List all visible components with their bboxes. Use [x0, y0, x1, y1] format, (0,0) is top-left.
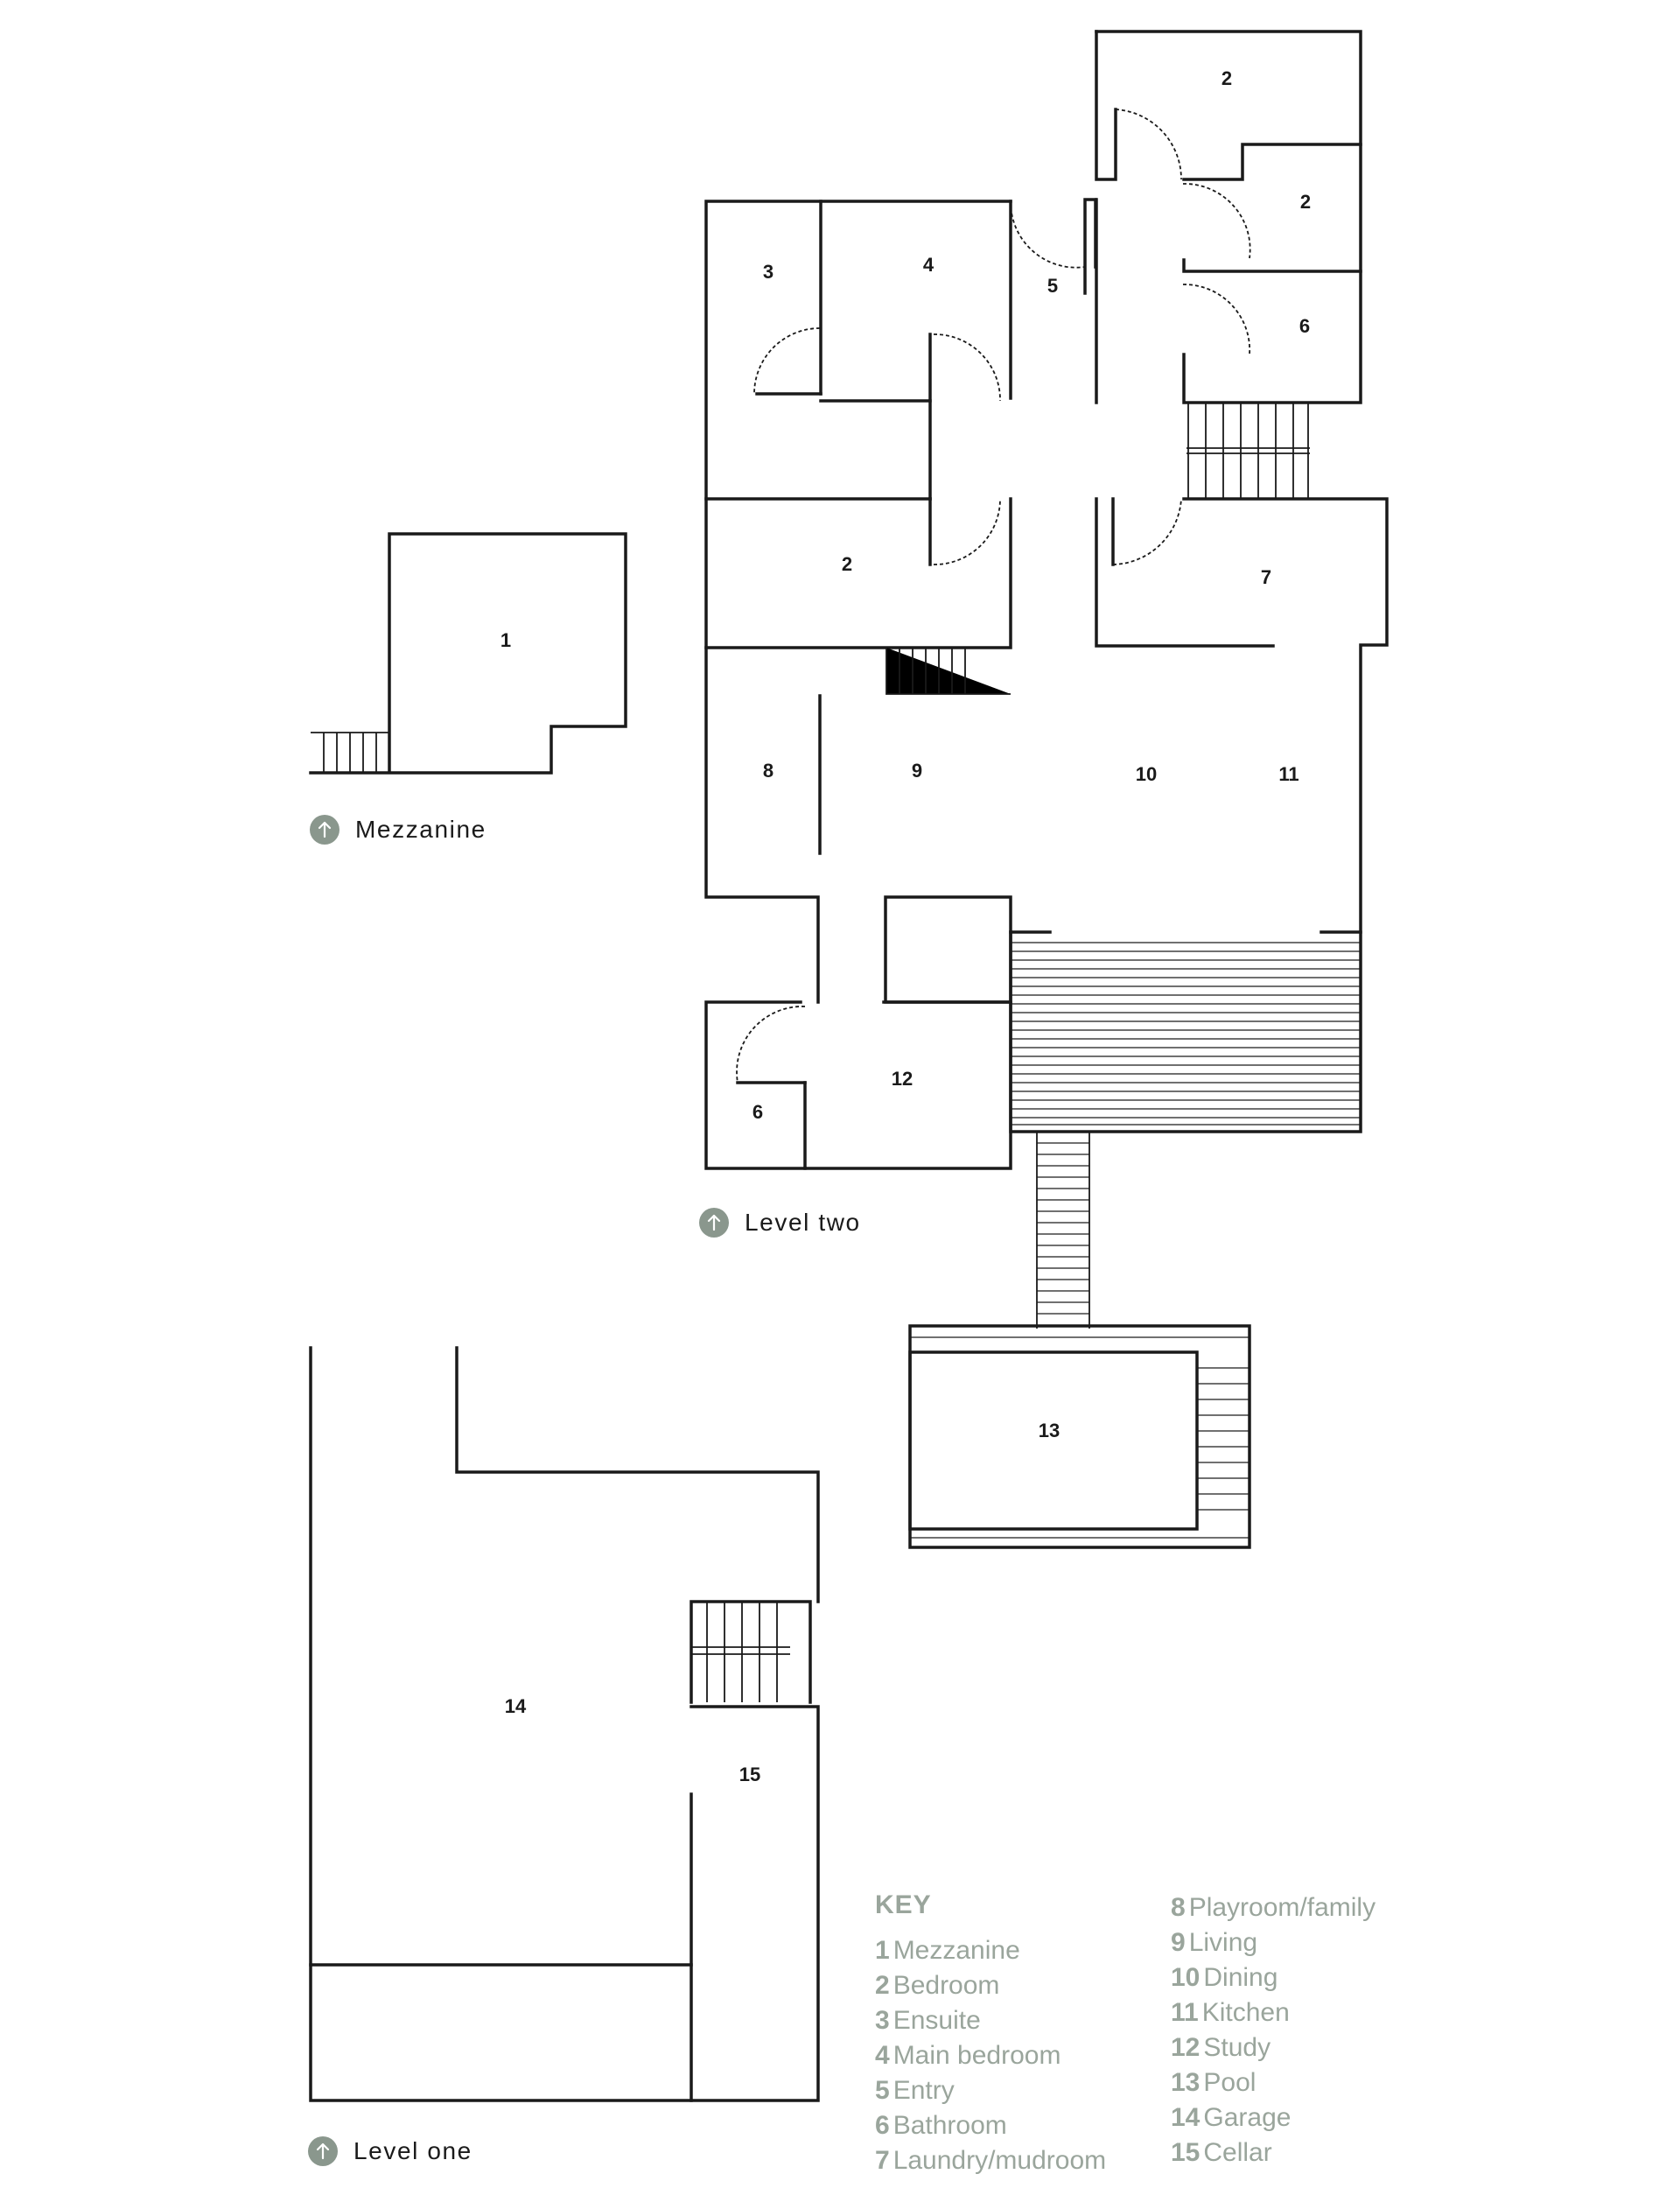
room-12-label: 12: [892, 1068, 913, 1090]
room-2-label: 2: [842, 553, 852, 575]
key-item-label: Mezzanine: [892, 1936, 1020, 1965]
room-1-label: 1: [500, 629, 511, 651]
deck-boards: [1011, 942, 1361, 1126]
mezzanine-plan: [309, 532, 627, 775]
key-item-number: 2: [875, 1971, 890, 2000]
garage-stair: [691, 1602, 790, 1702]
key-item-label: Laundry/mudroom: [892, 2146, 1107, 2175]
north-arrow-icon: [699, 1208, 729, 1238]
key-item-label: Ensuite: [892, 2006, 981, 2035]
level-one-caption-label: Level one: [354, 2137, 472, 2164]
level-two-caption-label: Level two: [745, 1209, 861, 1236]
room-8-label: 8: [763, 760, 774, 782]
room-2-label: 2: [1222, 67, 1232, 89]
room-5-label: 5: [1047, 275, 1058, 297]
key-item-number: 11: [1171, 1998, 1199, 2027]
room-10-label: 10: [1136, 763, 1157, 785]
entry-stair: [1186, 403, 1310, 499]
room-7-label: 7: [1261, 566, 1271, 588]
pool-steps: [1036, 1132, 1090, 1329]
room-numbers: 1 2 2 2 3 4 5 6 6 7 8 9 10 11 12 13 14 1…: [500, 67, 1311, 1785]
room-6-label: 6: [752, 1101, 763, 1123]
mezzanine-caption: Mezzanine: [310, 815, 486, 845]
key-item-number: 13: [1171, 2068, 1200, 2097]
room-2-label: 2: [1300, 191, 1311, 213]
key-item-label: Study: [1203, 2033, 1271, 2062]
key-item-number: 1: [875, 1936, 890, 1965]
level-two-caption: Level two: [699, 1208, 861, 1238]
key-item-label: Bathroom: [892, 2111, 1007, 2140]
key-item-label: Dining: [1203, 1963, 1278, 1992]
level-one-plan: [309, 1346, 820, 2102]
room-11-label: 11: [1278, 763, 1298, 785]
key-item-label: Entry: [892, 2076, 955, 2105]
mezzanine-caption-label: Mezzanine: [355, 816, 486, 843]
pool-plan: [908, 1324, 1251, 1549]
key-item-number: 6: [875, 2111, 890, 2140]
room-15-label: 15: [739, 1764, 760, 1785]
room-13-label: 13: [1039, 1420, 1060, 1441]
north-arrow-icon: [308, 2136, 338, 2166]
key-item-number: 4: [875, 2041, 890, 2070]
key-item-label: Kitchen: [1201, 1998, 1290, 2027]
room-6-label: 6: [1299, 315, 1310, 337]
key-item-number: 5: [875, 2076, 890, 2105]
key-item-number: 12: [1171, 2033, 1200, 2062]
key-item-label: Garage: [1203, 2103, 1292, 2132]
door-swings: [736, 109, 1251, 1083]
level-two-plan: [704, 30, 1389, 1329]
key-item-label: Pool: [1203, 2068, 1256, 2097]
key-item-number: 14: [1171, 2103, 1200, 2132]
key-item-label: Main bedroom: [892, 2041, 1061, 2070]
key-item-number: 8: [1171, 1893, 1186, 1922]
mezzanine-stair: [311, 732, 389, 773]
living-stair: [886, 648, 1011, 695]
level-one-caption: Level one: [308, 2136, 472, 2166]
key-item-label: Cellar: [1203, 2138, 1272, 2167]
key-item-number: 10: [1171, 1963, 1200, 1992]
key-item-label: Living: [1188, 1928, 1258, 1957]
room-9-label: 9: [912, 760, 922, 782]
room-14-label: 14: [505, 1695, 527, 1717]
key-item-number: 9: [1171, 1928, 1186, 1957]
key-item-label: Playroom/family: [1188, 1893, 1376, 1922]
room-4-label: 4: [923, 254, 934, 276]
key-item-number: 7: [875, 2146, 890, 2175]
north-arrow-icon: [310, 815, 340, 845]
key-item-number: 15: [1171, 2138, 1200, 2167]
room-3-label: 3: [763, 261, 774, 283]
key-item-number: 3: [875, 2006, 890, 2035]
key-title: KEY: [875, 1890, 932, 1919]
key-item-label: Bedroom: [892, 1971, 1000, 2000]
